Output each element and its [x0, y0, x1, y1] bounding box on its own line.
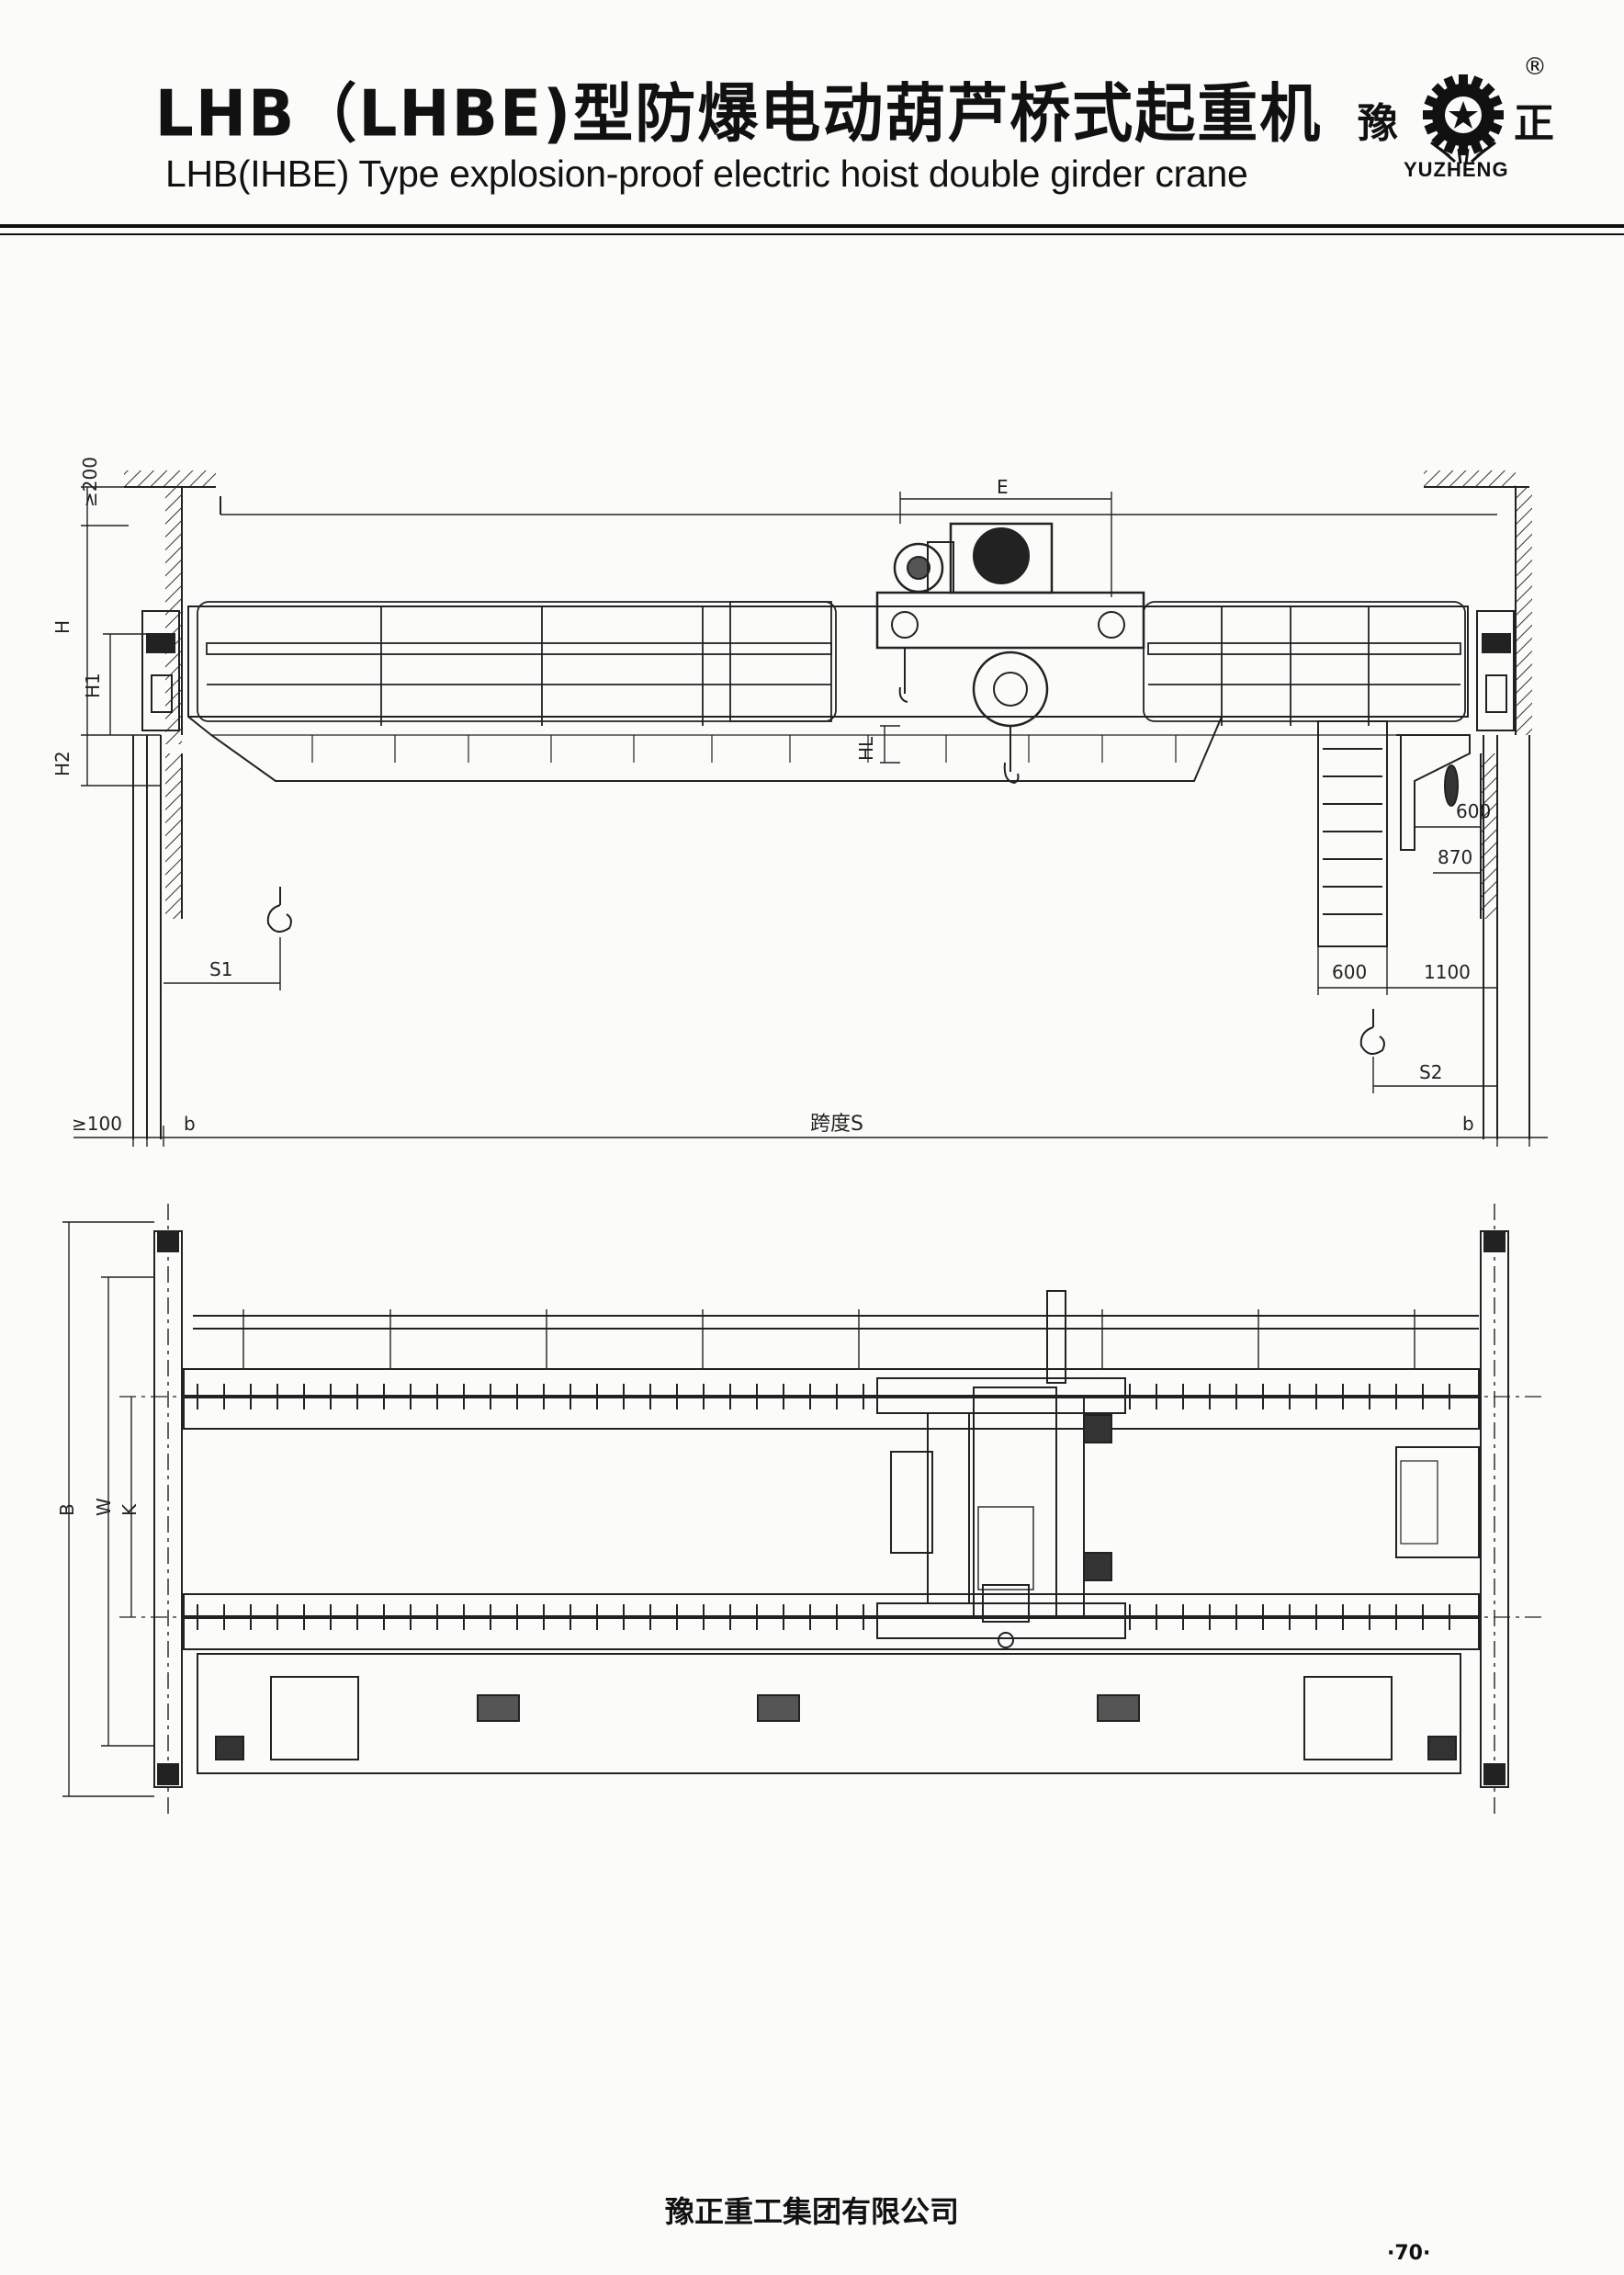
- dim-clearance-side: ≥100: [72, 1113, 122, 1135]
- page-number: ·70·: [1387, 2242, 1431, 2265]
- dim-870: 870: [1438, 846, 1472, 868]
- elevation-dimension-labels: ≥200 H H1 H2 HL E S1 S2 跨度S b b ≥100 600…: [51, 457, 1491, 1136]
- page-title-text: LHB（LHBE)型防爆电动葫芦桥式起重机: [154, 76, 1323, 152]
- dim-W: W: [93, 1498, 115, 1516]
- wall-hatch-left-lower: [165, 753, 182, 919]
- rope-drum-icon: [972, 651, 1049, 728]
- cab-plan: [1395, 1446, 1480, 1558]
- wall-hatch-right-lower: [1481, 753, 1497, 919]
- operator-cab: [1396, 734, 1471, 851]
- logo-text-en: YUZHENG: [1404, 158, 1509, 181]
- hoist-motor-icon: [973, 527, 1030, 584]
- access-hatch-left: [270, 1676, 359, 1760]
- vent-grille: [477, 1694, 520, 1722]
- dim-HL: HL: [855, 736, 877, 761]
- dim-S1: S1: [209, 958, 232, 980]
- main-girder-elevation: [187, 606, 1469, 782]
- page-title: LHB（LHBE)型防爆电动葫芦桥式起重机: [0, 62, 1624, 155]
- dim-ladder-600: 600: [1332, 961, 1367, 983]
- hook-icon: [266, 887, 292, 933]
- hoist-trolley: [875, 522, 1145, 785]
- ceiling-hatch-left: [124, 470, 216, 487]
- logo-text-right: 正: [1514, 100, 1554, 147]
- plan-view: [62, 1204, 1543, 1819]
- ceiling-hatch-right: [1424, 470, 1516, 487]
- girder-lower: [183, 1593, 1480, 1650]
- ladder: [1317, 720, 1388, 947]
- wall-hatch-left-upper: [165, 487, 182, 744]
- dim-H1: H1: [82, 673, 104, 698]
- access-hatch-right: [1303, 1676, 1393, 1760]
- girder-upper: [183, 1368, 1480, 1430]
- registered-mark: ®: [1523, 53, 1547, 81]
- logo-text-left: 豫: [1358, 100, 1398, 147]
- dim-S2: S2: [1419, 1061, 1442, 1083]
- dim-H2: H2: [51, 751, 73, 776]
- end-carriage-left: [141, 610, 180, 731]
- vent-grille: [1097, 1694, 1140, 1722]
- dim-E: E: [997, 476, 1009, 498]
- elevation-view: [73, 470, 1548, 1147]
- hook-icon: [1359, 1009, 1385, 1055]
- dim-clearance-top: ≥200: [79, 457, 101, 507]
- brand-logo: 豫 正 ® YUZHENG: [1358, 53, 1578, 191]
- end-carriage-right: [1476, 610, 1515, 731]
- dim-b-right: b: [1462, 1113, 1474, 1135]
- dim-span: 跨度S: [810, 1113, 863, 1136]
- plan-dimension-labels: B W K: [56, 1498, 141, 1516]
- gear-star-logo-icon: [1423, 74, 1504, 164]
- company-name: 豫正重工集团有限公司: [664, 2194, 959, 2229]
- header-rule-thin: [0, 233, 1624, 235]
- walkway-platform: [197, 1653, 1461, 1774]
- trolley-plan: [876, 1290, 1126, 1648]
- dim-b-left: b: [184, 1113, 196, 1135]
- dim-B: B: [56, 1503, 78, 1516]
- girder-rail-clips: [197, 1384, 1450, 1630]
- dim-K: K: [118, 1503, 141, 1516]
- dim-1100: 1100: [1424, 961, 1471, 983]
- dim-H: H: [51, 620, 73, 634]
- header-rule-thick: [0, 224, 1624, 228]
- wall-hatch-right-upper: [1516, 487, 1532, 735]
- dim-cab-600: 600: [1456, 800, 1491, 822]
- walkway-handrail: [197, 601, 1466, 726]
- page-subtitle: LHB(IHBE) Type explosion-proof electric …: [165, 153, 1248, 195]
- vent-grille: [757, 1694, 800, 1722]
